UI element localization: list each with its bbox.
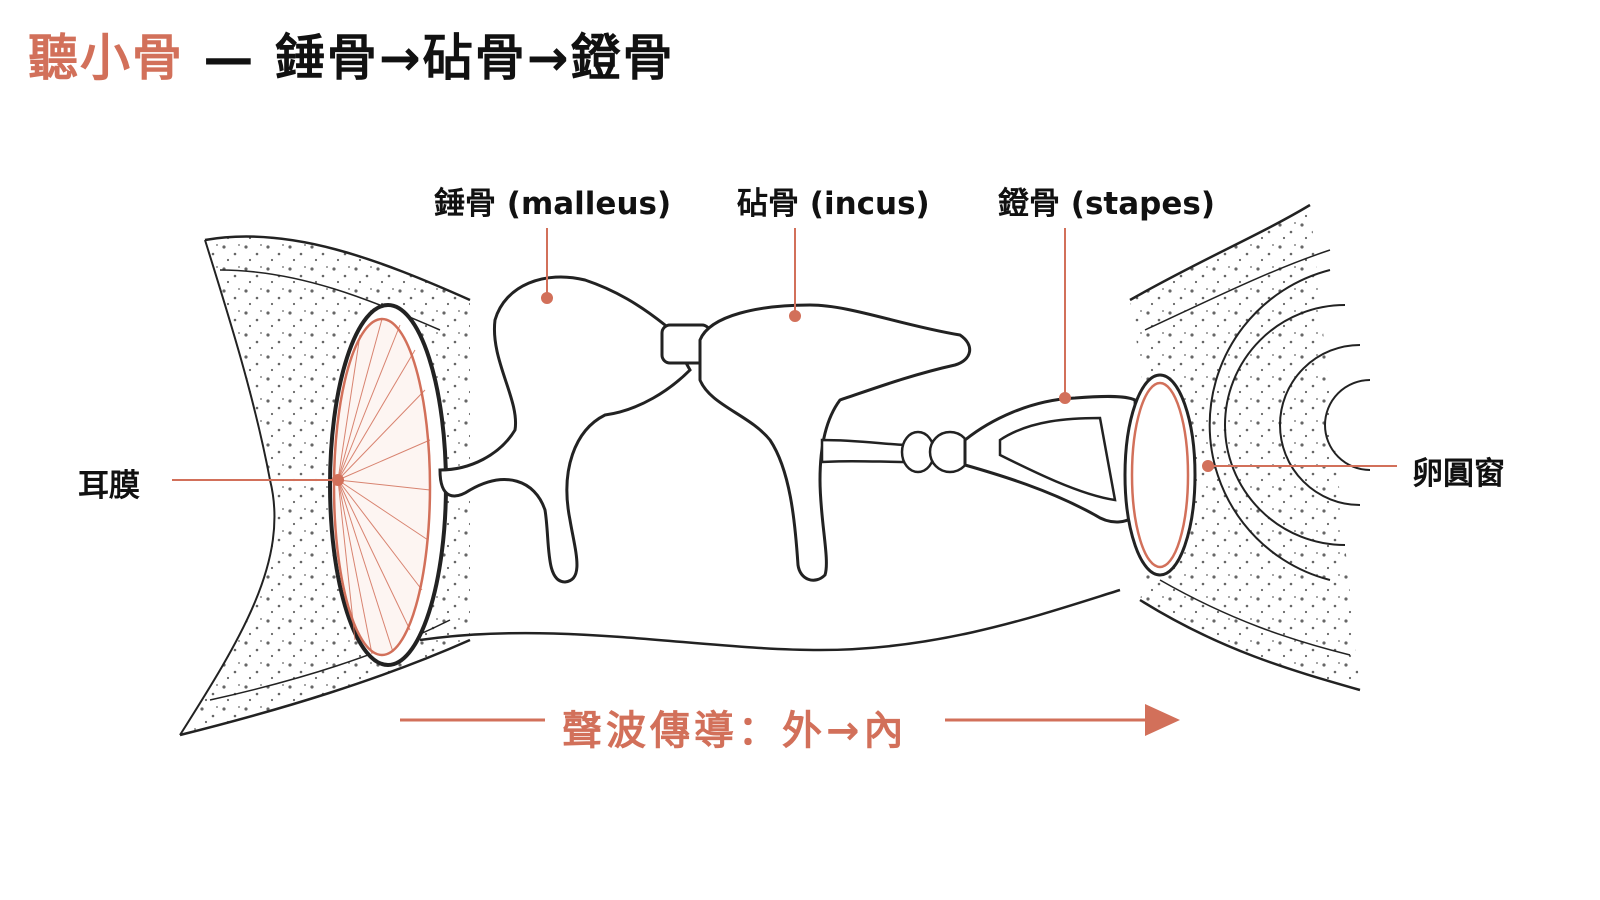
label-eardrum: 耳膜 bbox=[78, 468, 140, 504]
flow-arrow bbox=[400, 704, 1180, 736]
leader-lines bbox=[172, 228, 1397, 486]
page-title: 聽小骨 — 錘骨→砧骨→鐙骨 bbox=[28, 18, 675, 90]
right-bone-wall bbox=[1129, 203, 1361, 692]
title-rest: — 錘骨→砧骨→鐙骨 bbox=[184, 29, 675, 87]
flow-label: 聲波傳導：外→內 bbox=[562, 708, 908, 754]
label-incus: 砧骨 (incus) bbox=[737, 186, 930, 222]
incus-icon bbox=[698, 303, 971, 582]
eardrum-icon bbox=[328, 303, 448, 667]
title-accent: 聽小骨 bbox=[28, 29, 184, 87]
malleus-icon bbox=[438, 275, 692, 584]
label-stapes: 鐙骨 (stapes) bbox=[998, 186, 1215, 222]
wave-arcs bbox=[1208, 269, 1371, 581]
incus-process bbox=[820, 438, 912, 464]
stapes-icon bbox=[963, 394, 1142, 524]
cavity-floor bbox=[419, 588, 1121, 652]
label-malleus: 錘骨 (malleus) bbox=[434, 186, 672, 222]
label-oval-window: 卵圓窗 bbox=[1412, 456, 1505, 492]
oval-window-icon bbox=[1123, 373, 1197, 577]
